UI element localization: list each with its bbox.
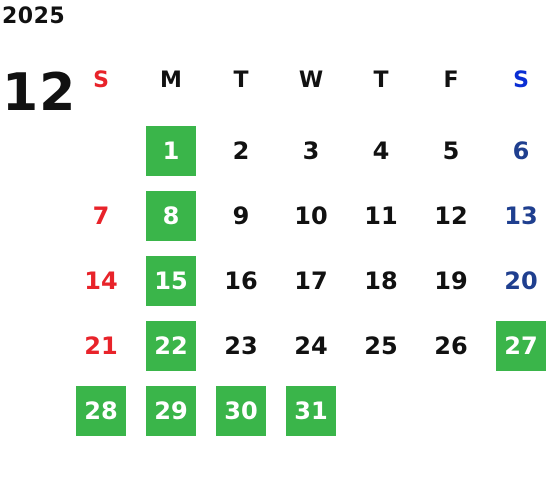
year-label: 2025 xyxy=(2,4,66,29)
day-cell: 7 xyxy=(92,202,110,230)
day-cell: 20 xyxy=(504,267,538,295)
day-cell-highlighted: 8 xyxy=(146,191,196,241)
weekday-label: T xyxy=(233,68,249,93)
day-cell-highlighted: 30 xyxy=(216,386,266,436)
day-cell: 4 xyxy=(372,137,390,165)
weekday-label: F xyxy=(443,68,459,93)
day-cell: 14 xyxy=(84,267,118,295)
day-cell: 3 xyxy=(302,137,320,165)
day-cell: 25 xyxy=(364,332,398,360)
day-cell-highlighted: 22 xyxy=(146,321,196,371)
week-row: 21 22 23 24 25 26 27 xyxy=(68,320,548,372)
day-cell: 2 xyxy=(232,137,250,165)
weekday-label: S xyxy=(513,68,529,93)
day-cell: 10 xyxy=(294,202,328,230)
week-row: 14 15 16 17 18 19 20 xyxy=(68,255,548,307)
day-cell: 24 xyxy=(294,332,328,360)
day-cell: 26 xyxy=(434,332,468,360)
day-cell: 13 xyxy=(504,202,538,230)
day-cell: 21 xyxy=(84,332,118,360)
day-cell-highlighted: 15 xyxy=(146,256,196,306)
day-cell-highlighted: 28 xyxy=(76,386,126,436)
day-cell: 17 xyxy=(294,267,328,295)
day-cell-highlighted: 31 xyxy=(286,386,336,436)
day-cell: 5 xyxy=(442,137,460,165)
day-cell: 9 xyxy=(232,202,250,230)
weekday-label: W xyxy=(298,68,324,93)
day-cell: 19 xyxy=(434,267,468,295)
day-cell: 11 xyxy=(364,202,398,230)
day-cell-highlighted: 29 xyxy=(146,386,196,436)
week-row: 7 8 9 10 11 12 13 xyxy=(68,190,548,242)
week-row: 28 29 30 31 xyxy=(68,385,548,437)
day-cell-highlighted: 27 xyxy=(496,321,546,371)
day-cell: 18 xyxy=(364,267,398,295)
month-number: 12 xyxy=(2,63,77,123)
week-row: 1 2 3 4 5 6 xyxy=(68,125,548,177)
day-cell: 12 xyxy=(434,202,468,230)
day-cell: 6 xyxy=(512,137,530,165)
weekday-label: S xyxy=(93,68,109,93)
day-cell: 16 xyxy=(224,267,258,295)
weekday-label: T xyxy=(373,68,389,93)
weekday-label: M xyxy=(160,68,182,93)
day-cell-highlighted: 1 xyxy=(146,126,196,176)
day-cell: 23 xyxy=(224,332,258,360)
